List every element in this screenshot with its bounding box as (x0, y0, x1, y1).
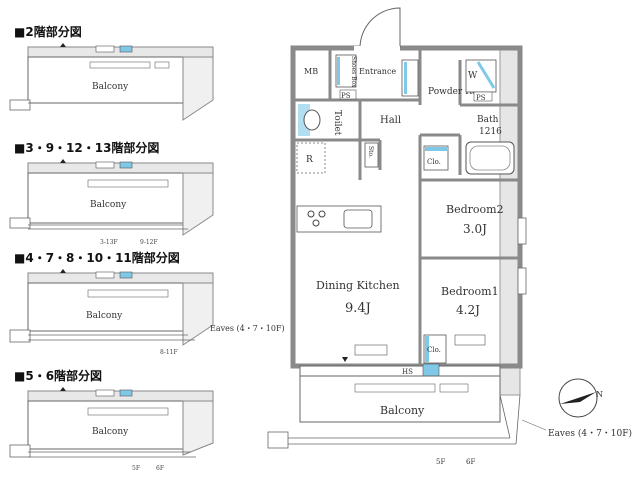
room-label: Toilet (332, 110, 342, 136)
variant-5-6f: ■5・6階部分図 Balcony 5F 6F (9, 368, 214, 472)
variant-balcony-label: Balcony (92, 427, 129, 437)
ps-label: PS (476, 94, 486, 102)
balcony-label: Balcony (380, 404, 425, 417)
compass-north-label: N (596, 390, 603, 399)
eaves-label: Eaves (4・7・10F) (548, 428, 632, 439)
floor-mark: 8-11F (160, 349, 178, 356)
room-label: Clo. (427, 346, 441, 354)
room-label: Sto. (367, 146, 374, 158)
room-label: Bath (477, 115, 499, 125)
variant-balcony-label: Balcony (92, 82, 129, 92)
room-label: MB (304, 67, 318, 76)
variant-heading: ■2階部分図 (14, 24, 82, 39)
ps-label: PS (341, 92, 351, 100)
variant-3-9-12-13f: ■3・9・12・13階部分図 Balcony 3-13F 9-12F (9, 140, 214, 246)
compass-icon: N (558, 378, 603, 418)
room-label: Entrance (359, 67, 396, 76)
hs-label: HS (402, 368, 413, 376)
floor-mark: 9-12F (140, 239, 158, 246)
variant-balcony-label: Balcony (86, 311, 123, 321)
room-label: R (306, 155, 313, 165)
floor-mark: 6F (466, 458, 475, 466)
room-label: Powder Room (428, 87, 492, 97)
room-label: Shoes Box (350, 56, 357, 88)
room-label: Clo. (427, 158, 441, 166)
variant-4-7-8-10-11f: ■4・7・8・10・11階部分図 Balcony Eaves (4・7・10F)… (9, 250, 285, 356)
floor-mark: 3-13F (100, 239, 118, 246)
floor-mark: 6F (156, 465, 164, 472)
room-label: Bedroom2 (446, 203, 504, 216)
room-label: Hall (380, 115, 401, 126)
room-label: 1216 (479, 127, 502, 137)
variant-eaves-label: Eaves (4・7・10F) (210, 324, 285, 333)
room-size: 9.4J (345, 301, 371, 316)
room-label: W (468, 71, 478, 81)
variant-balcony-label: Balcony (90, 200, 127, 210)
room-size: 4.2J (456, 303, 480, 317)
room-size: 3.0J (463, 222, 487, 236)
room-label: Bedroom1 (441, 285, 499, 298)
variant-heading: ■5・6階部分図 (14, 368, 102, 383)
variant-heading: ■3・9・12・13階部分図 (14, 140, 159, 155)
variant-heading: ■4・7・8・10・11階部分図 (14, 250, 180, 265)
variant-2f: ■2階部分図 Balcony (9, 24, 214, 121)
main-plan: MB Shoes Box Entrance PS Powder Room W P… (267, 7, 632, 466)
floor-mark: 5F (132, 465, 140, 472)
floor-mark: 5F (436, 458, 445, 466)
room-label: Dining Kitchen (316, 279, 400, 292)
